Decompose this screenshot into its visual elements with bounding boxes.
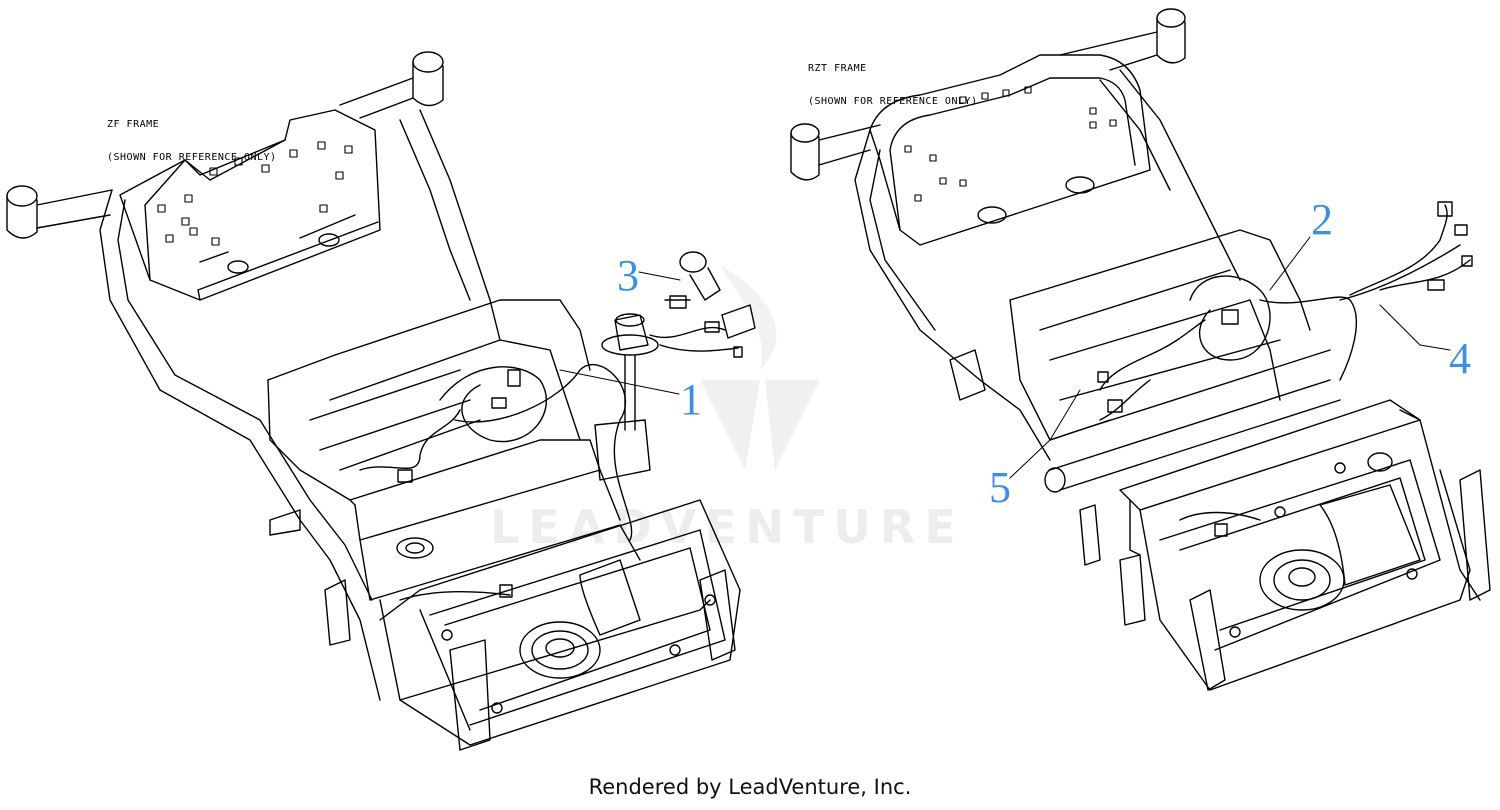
rzt-frame-note: (SHOWN FOR REFERENCE ONLY): [808, 96, 978, 107]
leader-lines: [559, 236, 1451, 479]
callout-2[interactable]: 2: [1311, 195, 1333, 244]
zf-frame-title: ZF FRAME: [107, 119, 160, 130]
rzt-frame-label: RZT FRAME (SHOWN FOR REFERENCE ONLY): [808, 41, 978, 129]
zf-frame-drawing: [6, 51, 756, 751]
callout-1[interactable]: 1: [680, 375, 702, 424]
callout-3[interactable]: 3: [617, 251, 639, 300]
zf-frame-label: ZF FRAME (SHOWN FOR REFERENCE ONLY): [107, 97, 277, 185]
rzt-frame-title: RZT FRAME: [808, 63, 867, 74]
watermark-text: LEADVENTURE: [490, 500, 965, 554]
footer-credit: Rendered by LeadVenture, Inc.: [588, 775, 912, 799]
callout-5[interactable]: 5: [989, 463, 1011, 512]
rzt-frame-drawing: [790, 8, 1491, 691]
callout-4[interactable]: 4: [1449, 334, 1471, 383]
zf-frame-note: (SHOWN FOR REFERENCE ONLY): [107, 152, 277, 163]
